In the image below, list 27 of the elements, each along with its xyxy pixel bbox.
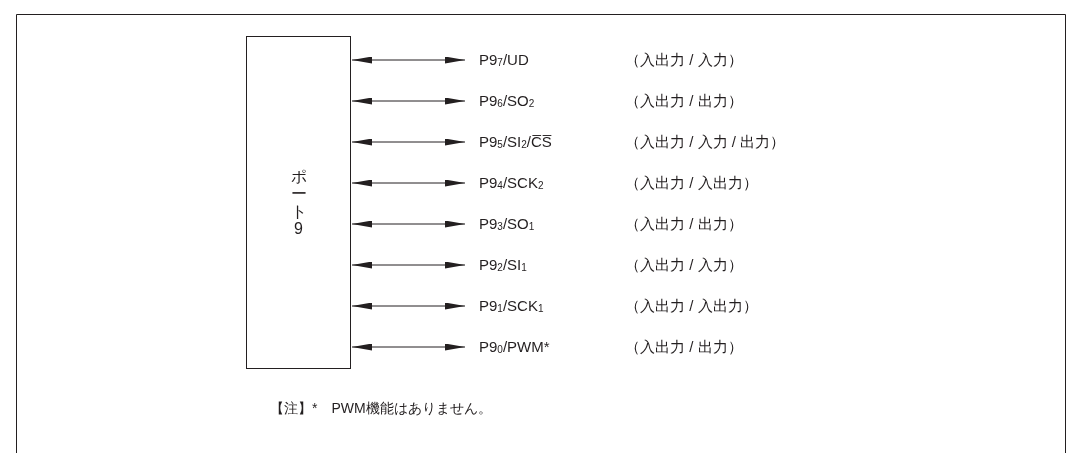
double-arrow: [351, 138, 466, 146]
pin-label: P9$_{2}$/SI$_{1}$: [479, 256, 527, 277]
pin-function-text: （入出力 / 出力）: [625, 338, 743, 356]
port-label: ポート9: [290, 167, 307, 238]
pin-function-text: （入出力 / 入力）: [625, 51, 743, 69]
pin-label: P9$_{3}$/SO$_{1}$: [479, 215, 535, 236]
pin-function-text: （入出力 / 出力）: [625, 92, 743, 110]
pin-function-text: （入出力 / 出力）: [625, 215, 743, 233]
pin-label: P9$_{1}$/SCK$_{1}$: [479, 297, 544, 318]
pin-label: P9$_{5}$/SI$_{2}$/C̅S̅: [479, 133, 552, 154]
pin-function-text: （入出力 / 入出力）: [625, 174, 758, 192]
pin-label: P9$_{4}$/SCK$_{2}$: [479, 174, 544, 195]
double-arrow: [351, 261, 466, 269]
pin-function-text: （入出力 / 入力）: [625, 256, 743, 274]
double-arrow: [351, 302, 466, 310]
pin-label: P9$_{6}$/SO$_{2}$: [479, 92, 535, 113]
double-arrow: [351, 56, 466, 64]
pin-function-text: （入出力 / 入力 / 出力）: [625, 133, 785, 151]
note-text: 【注】* PWM機能はありません。: [270, 400, 492, 418]
double-arrow: [351, 343, 466, 351]
double-arrow: [351, 179, 466, 187]
double-arrow: [351, 220, 466, 228]
double-arrow: [351, 97, 466, 105]
pin-label: P9$_{0}$/PWM*: [479, 338, 550, 359]
pin-label: P9$_{7}$/UD: [479, 51, 529, 72]
pin-function-text: （入出力 / 入出力）: [625, 297, 758, 315]
port-box: [246, 36, 351, 369]
